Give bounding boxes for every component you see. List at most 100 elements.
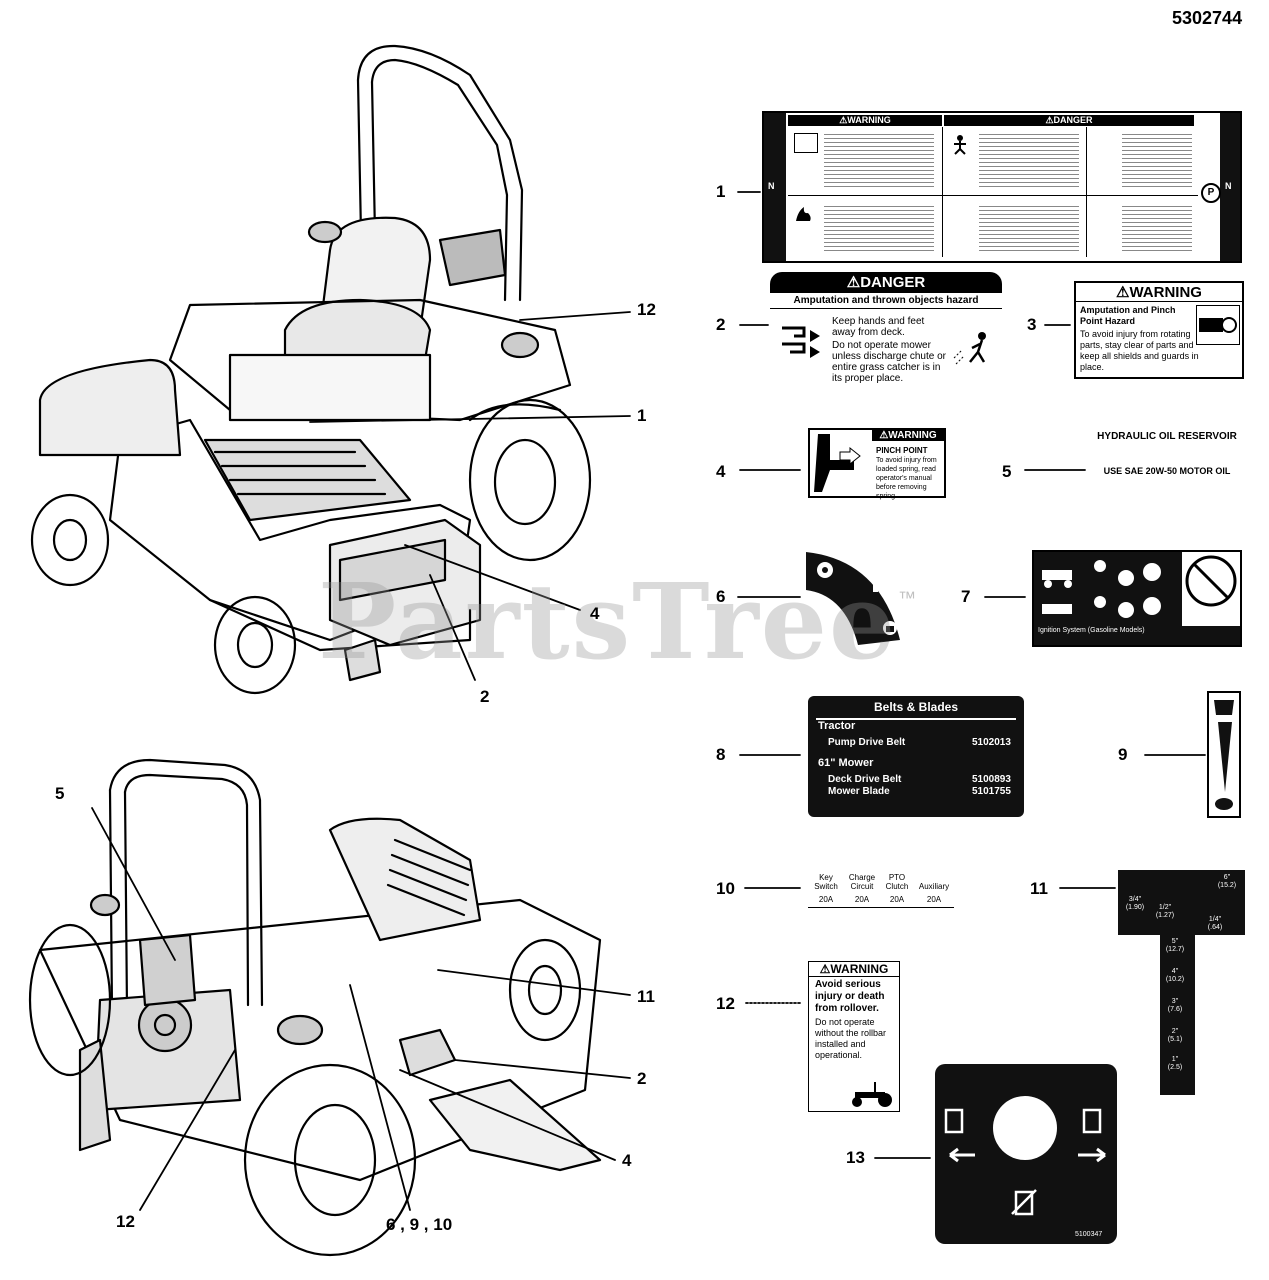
decal-2-subheader: Amputation and thrown objects hazard: [770, 293, 1002, 309]
fuse-key-switch-label: Key Switch: [814, 873, 838, 891]
bottom-mower-illustration: [28, 758, 602, 1257]
fuse-pto-clutch-label: PTO Clutch: [885, 873, 909, 891]
height-mark-1-4: 1/4"(.64): [1207, 916, 1223, 931]
decal-11-height-gauge: [1118, 870, 1245, 1095]
decal-7-footer: Ignition System (Gasoline Models): [1034, 626, 1240, 645]
decal-4-header: ⚠WARNING: [872, 430, 944, 441]
decal-1-text-block: [824, 203, 934, 253]
decal-5-hydraulic-label: HYDRAULIC OIL RESERVOIR USE SAE 20W-50 M…: [1092, 431, 1242, 476]
hand-hazard-icon: [780, 320, 824, 360]
decal-ref-3[interactable]: 3: [1027, 315, 1037, 334]
decal-13-part-number: 5100347: [1075, 1231, 1103, 1238]
watermark-trademark: ™: [898, 588, 916, 608]
decal-8-row1-label: Pump Drive Belt: [828, 737, 906, 748]
height-mark-5: 5"(12.7): [1165, 938, 1185, 953]
decal-ref-10[interactable]: 10: [716, 879, 735, 898]
rotating-parts-icon: [1196, 305, 1240, 345]
height-mark-3-4: 3/4"(1.90): [1125, 896, 1145, 911]
decal-12-rollover-label: ⚠WARNING Avoid serious injury or death f…: [808, 961, 900, 1112]
callout-bottom-12[interactable]: 12: [116, 1212, 135, 1231]
callout-bottom-11[interactable]: 11: [637, 987, 655, 1006]
decal-2-header: ⚠DANGER: [770, 272, 1002, 293]
decal-8-section-mower: 61" Mower: [818, 757, 874, 769]
decal-1-text-block: [1122, 131, 1192, 189]
decal-1-text-block: [979, 203, 1079, 253]
fuse-auxiliary-amp: 20A: [926, 895, 942, 904]
decal-1-right-strip: [1220, 113, 1240, 261]
height-mark-6: 6"(15.2): [1217, 874, 1237, 889]
decal-ref-8[interactable]: 8: [716, 745, 726, 764]
decal-12-title: Avoid serious injury or death from rollo…: [815, 979, 885, 1014]
decal-ref-5[interactable]: 5: [1002, 462, 1012, 481]
decal-ref-4[interactable]: 4: [716, 462, 726, 481]
operator-icon: [949, 133, 971, 155]
decal-4-title: PINCH POINT: [876, 446, 928, 455]
callout-bottom-6-9-10[interactable]: 6 , 9 , 10: [386, 1215, 453, 1234]
height-mark-4: 4"(10.2): [1165, 968, 1185, 983]
height-mark-1: 1"(2.5): [1167, 1056, 1183, 1071]
decal-12-header: ⚠WARNING: [809, 962, 899, 977]
callout-bottom-2[interactable]: 2: [637, 1069, 647, 1088]
callout-top-12[interactable]: 12: [637, 300, 656, 319]
decal-1-text-block: [979, 131, 1079, 189]
decal-8-row3-label: Mower Blade: [828, 786, 890, 797]
diagram-number: 5302744: [1172, 8, 1243, 28]
thrown-object-icon: [952, 328, 992, 368]
fuse-charge-circuit-amp: 20A: [854, 895, 870, 904]
decal-ref-1[interactable]: 1: [716, 182, 726, 201]
decal-1-neutral-left: N: [768, 181, 775, 191]
decal-1-warning-header: ⚠WARNING: [788, 115, 942, 126]
decal-1-danger-header: ⚠DANGER: [944, 115, 1194, 126]
decal-5-title: HYDRAULIC OIL RESERVOIR: [1097, 431, 1237, 442]
decal-ref-13[interactable]: 13: [846, 1148, 865, 1167]
decal-1-park-symbol: P: [1201, 183, 1221, 203]
decal-2-bullet-1: Keep hands and feet away from deck.: [832, 316, 925, 338]
decal-ref-7[interactable]: 7: [961, 587, 971, 606]
decal-3-title: Amputation and Pinch Point Hazard: [1080, 305, 1176, 326]
callout-top-2[interactable]: 2: [480, 687, 490, 706]
decal-13-fuel-selector: [935, 1064, 1117, 1244]
decal-ref-2[interactable]: 2: [716, 315, 726, 334]
decal-9-speed: [1207, 691, 1241, 818]
height-mark-3: 3"(7.6): [1167, 998, 1183, 1013]
callout-top-4[interactable]: 4: [590, 604, 600, 623]
decal-4-body: To avoid injury from loaded spring, read…: [876, 457, 937, 500]
decal-8-belts-label: Belts & Blades Tractor Pump Drive Belt 5…: [808, 696, 1024, 817]
decal-8-title: Belts & Blades: [873, 700, 959, 714]
decal-3-body: To avoid injury from rotating parts, sta…: [1080, 329, 1199, 372]
decal-1-text-block: [1122, 203, 1192, 253]
manual-icon: [794, 133, 818, 153]
decal-3-warning-label: ⚠WARNING Amputation and Pinch Point Haza…: [1074, 281, 1244, 379]
decal-ref-11[interactable]: 11: [1030, 879, 1048, 898]
decal-6-throttle: [806, 552, 900, 645]
fuse-auxiliary-label: Auxiliary: [918, 882, 950, 891]
fuse-charge-circuit-label: Charge Circuit: [848, 873, 876, 891]
decal-12-body: Do not operate without the rollbar insta…: [815, 1017, 887, 1060]
top-mower-illustration: [30, 44, 592, 695]
decal-11-height-marks: 6"(15.2) 3/4"(1.90) 1/2"(1.27) 1/4"(.64)…: [1118, 870, 1246, 1095]
height-mark-1-2: 1/2"(1.27): [1155, 904, 1175, 919]
height-mark-2: 2"(5.1): [1167, 1028, 1183, 1043]
decal-ref-6[interactable]: 6: [716, 587, 726, 606]
decal-4-warning-label: ⚠WARNING PINCH POINT To avoid injury fro…: [808, 428, 946, 500]
decal-5-body: USE SAE 20W-50 MOTOR OIL: [1103, 466, 1231, 476]
decal-1-text-block: [824, 131, 934, 189]
callout-bottom-4[interactable]: 4: [622, 1151, 632, 1170]
pinch-hand-icon: [810, 430, 870, 496]
decal-ref-12[interactable]: 12: [716, 994, 735, 1013]
decal-ref-9[interactable]: 9: [1118, 745, 1128, 764]
decal-1-left-strip: [764, 113, 786, 261]
fuse-pto-clutch-amp: 20A: [889, 895, 905, 904]
decal-2-bullet-2: Do not operate mower unless discharge ch…: [832, 340, 946, 384]
decal-2-danger-label: ⚠DANGER Amputation and thrown objects ha…: [770, 272, 1002, 392]
decal-10-fuse-label: Key Switch 20A Charge Circuit 20A PTO Cl…: [808, 873, 954, 908]
decal-7-pictograms: [1034, 552, 1182, 626]
leader-lines: [91, 191, 1206, 1211]
callout-top-1[interactable]: 1: [637, 406, 647, 425]
callout-bottom-5[interactable]: 5: [55, 784, 65, 803]
rollover-mower-icon: [847, 1080, 895, 1108]
decal-3-header: ⚠WARNING: [1076, 283, 1242, 302]
fuse-key-switch-amp: 20A: [818, 895, 834, 904]
decal-1-dash-label: N N ⚠WARNING ⚠DANGER P: [762, 111, 1242, 263]
